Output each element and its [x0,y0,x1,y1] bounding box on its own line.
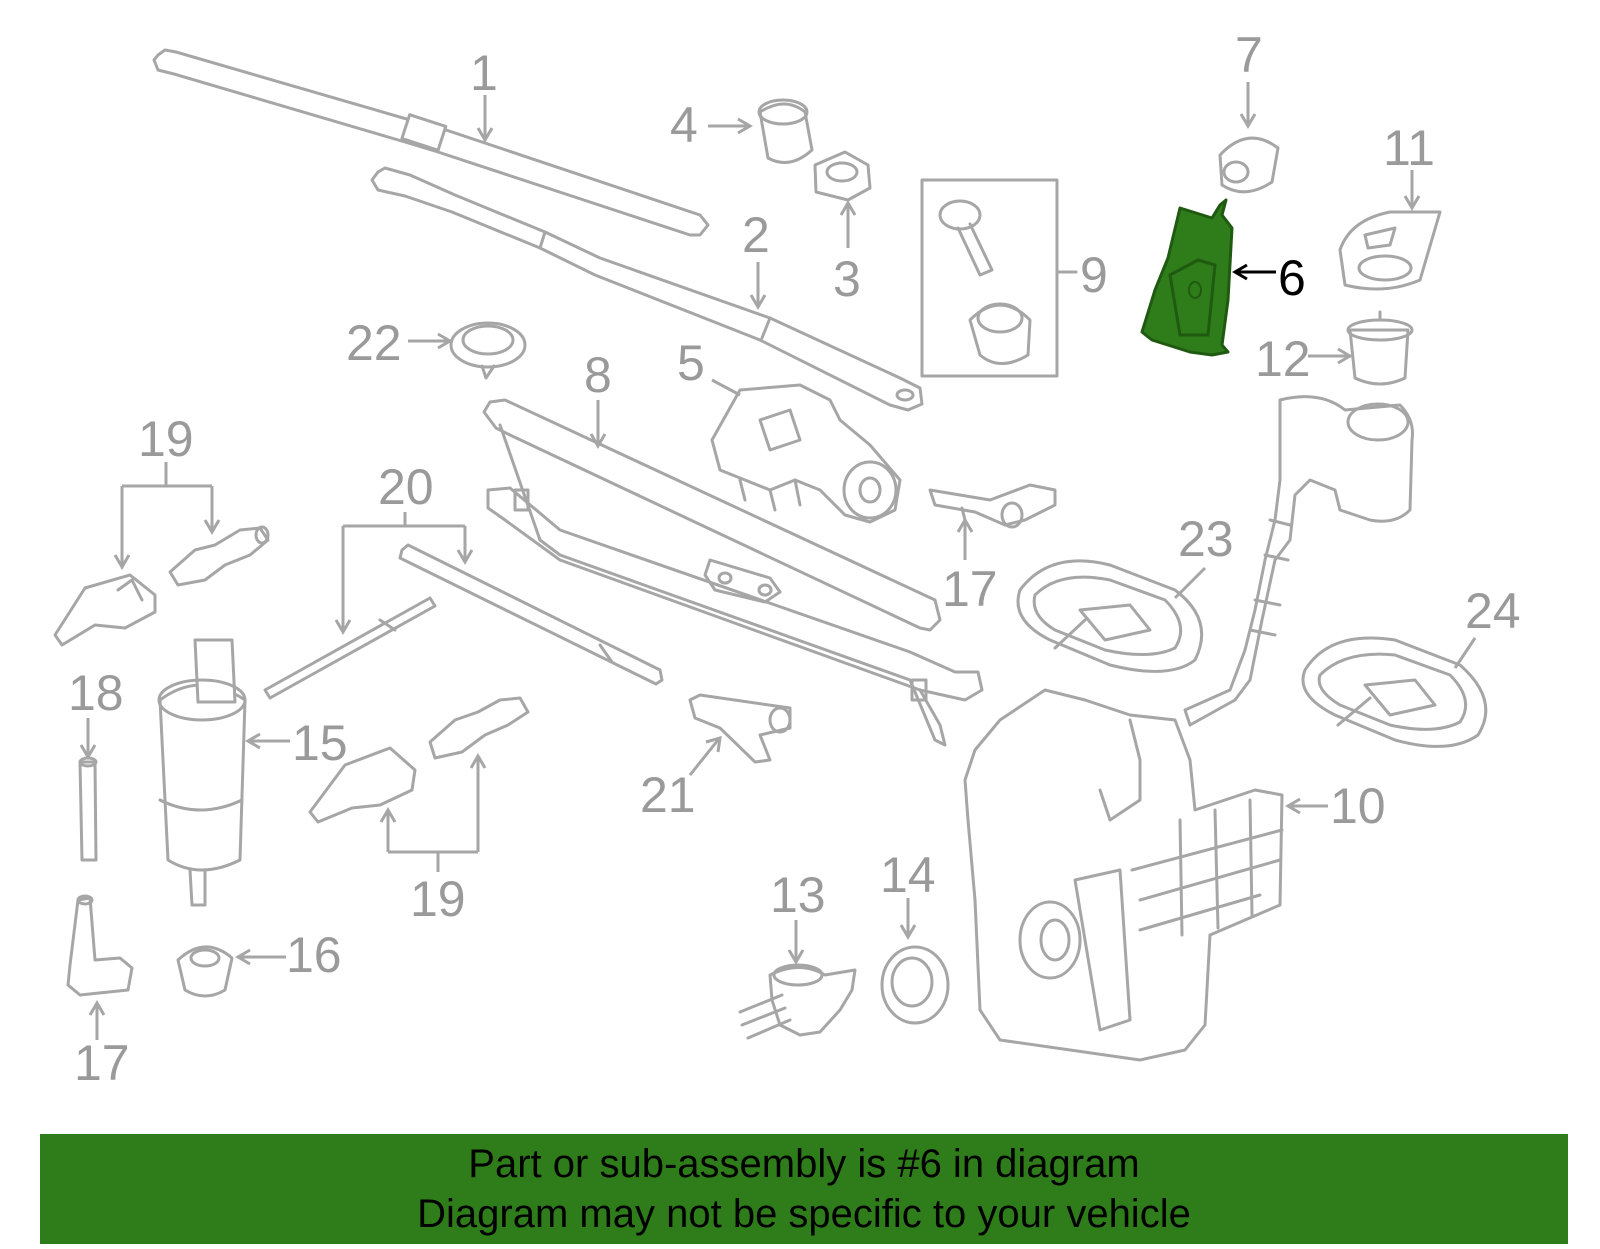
callout-20[interactable]: 20 [378,459,434,515]
banner-line-1: Part or sub-assembly is #6 in diagram [468,1142,1140,1186]
part-16-grommet[interactable] [176,945,234,998]
part-3-nut[interactable] [813,150,872,202]
part-1-wiper-arm[interactable] [152,48,710,237]
part-22-grommet[interactable] [449,321,527,380]
callout-15[interactable]: 15 [292,715,348,771]
callout-23[interactable]: 23 [1178,511,1234,567]
part-15-pump[interactable] [157,638,247,907]
part-12-strainer[interactable] [1346,310,1414,386]
callout-8[interactable]: 8 [584,347,612,403]
part-5-motor[interactable] [710,383,902,524]
part-17-tee[interactable] [66,894,134,997]
part-14-grommet[interactable] [880,945,950,1025]
part-6-bracket[interactable] [1140,198,1234,357]
callout-2[interactable]: 2 [742,207,770,263]
part-18-hose[interactable] [78,756,98,862]
part-23-cover[interactable] [1016,559,1204,673]
part-13-pump[interactable] [738,963,857,1040]
leader-lines [79,82,1477,1040]
callout-3[interactable]: 3 [833,251,861,307]
callout-17-left[interactable]: 17 [74,1035,130,1091]
callout-12[interactable]: 12 [1255,331,1311,387]
callout-24[interactable]: 24 [1465,583,1521,639]
callout-22[interactable]: 22 [346,315,402,371]
callout-19-top[interactable]: 19 [138,411,194,467]
callout-11[interactable]: 11 [1383,120,1435,176]
part-17-elbow[interactable] [928,483,1057,529]
callout-10[interactable]: 10 [1330,778,1386,834]
part-4-cap[interactable] [757,98,814,164]
callout-18[interactable]: 18 [68,665,124,721]
part-19-nozzle-top[interactable] [53,525,270,647]
part-20-rods[interactable] [263,543,664,700]
callout-9[interactable]: 9 [1080,247,1108,303]
callout-13[interactable]: 13 [770,867,826,923]
part-2-wiper-arm[interactable] [370,166,924,412]
part-9-kit[interactable] [920,178,1078,378]
callout-21[interactable]: 21 [640,767,696,823]
callout-4[interactable]: 4 [670,97,698,153]
callout-5[interactable]: 5 [677,335,705,391]
callout-labels: 1 2 3 4 5 6 7 8 9 10 11 12 13 14 15 16 1… [68,27,1521,1091]
part-10-reservoir[interactable] [963,395,1414,1062]
part-7-cap[interactable] [1218,136,1280,194]
banner-line-2: Diagram may not be specific to your vehi… [417,1192,1191,1236]
info-banner: Part or sub-assembly is #6 in diagram Di… [40,1134,1568,1244]
part-8-linkage[interactable] [482,398,984,747]
callout-16[interactable]: 16 [286,927,342,983]
callout-1[interactable]: 1 [470,45,498,101]
part-19-nozzle-bottom[interactable] [308,696,530,824]
part-11-cap[interactable] [1338,210,1442,291]
callout-7[interactable]: 7 [1235,27,1263,83]
callout-19-bottom[interactable]: 19 [410,871,466,927]
callout-17-right[interactable]: 17 [942,561,998,617]
part-24-cover[interactable] [1301,636,1488,748]
callout-14[interactable]: 14 [880,847,936,903]
part-21-y-fitting[interactable] [688,693,792,764]
callout-6[interactable]: 6 [1278,250,1306,306]
